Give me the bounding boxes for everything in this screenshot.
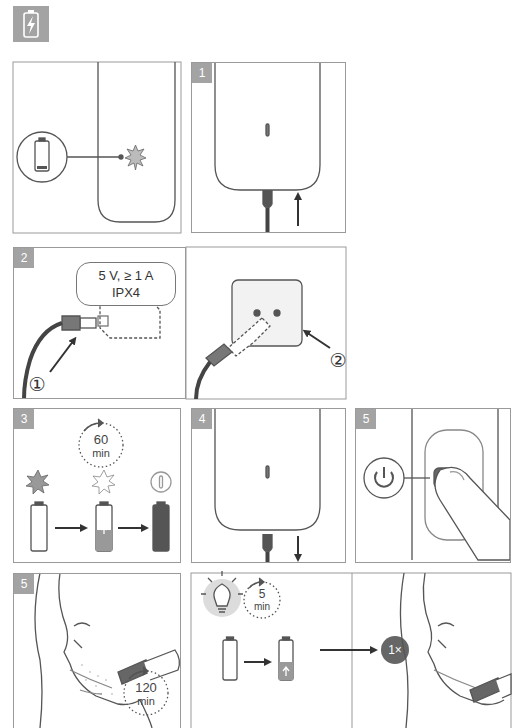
step-number: 5 — [356, 409, 376, 429]
step-marker: ① — [28, 375, 45, 394]
step-number: 2 — [14, 248, 34, 268]
time-value: 60 — [94, 433, 108, 446]
step-marker: ② — [329, 351, 346, 370]
step-number: 5 — [14, 574, 34, 594]
step-panel: 5 — [13, 573, 181, 728]
step-number: 3 — [14, 409, 34, 429]
rating-bubble: 5 V, ≥ 1 A IPX4 — [76, 262, 176, 306]
time-unit: min — [137, 696, 155, 707]
step-panel: 1 — [191, 62, 346, 233]
time-value: 5 — [259, 588, 266, 600]
time-unit: min — [254, 602, 270, 612]
step-panel: 5 — [355, 408, 511, 563]
step-number: 4 — [192, 409, 212, 429]
time-value: 120 — [135, 681, 157, 694]
time-unit: min — [92, 448, 110, 459]
step-number: 1 — [192, 63, 212, 83]
usage-count: 1× — [388, 644, 402, 656]
rating-text: 5 V, ≥ 1 A IPX4 — [87, 267, 165, 301]
step-panel: 3 — [13, 408, 181, 563]
step-panel: 4 — [191, 408, 346, 563]
